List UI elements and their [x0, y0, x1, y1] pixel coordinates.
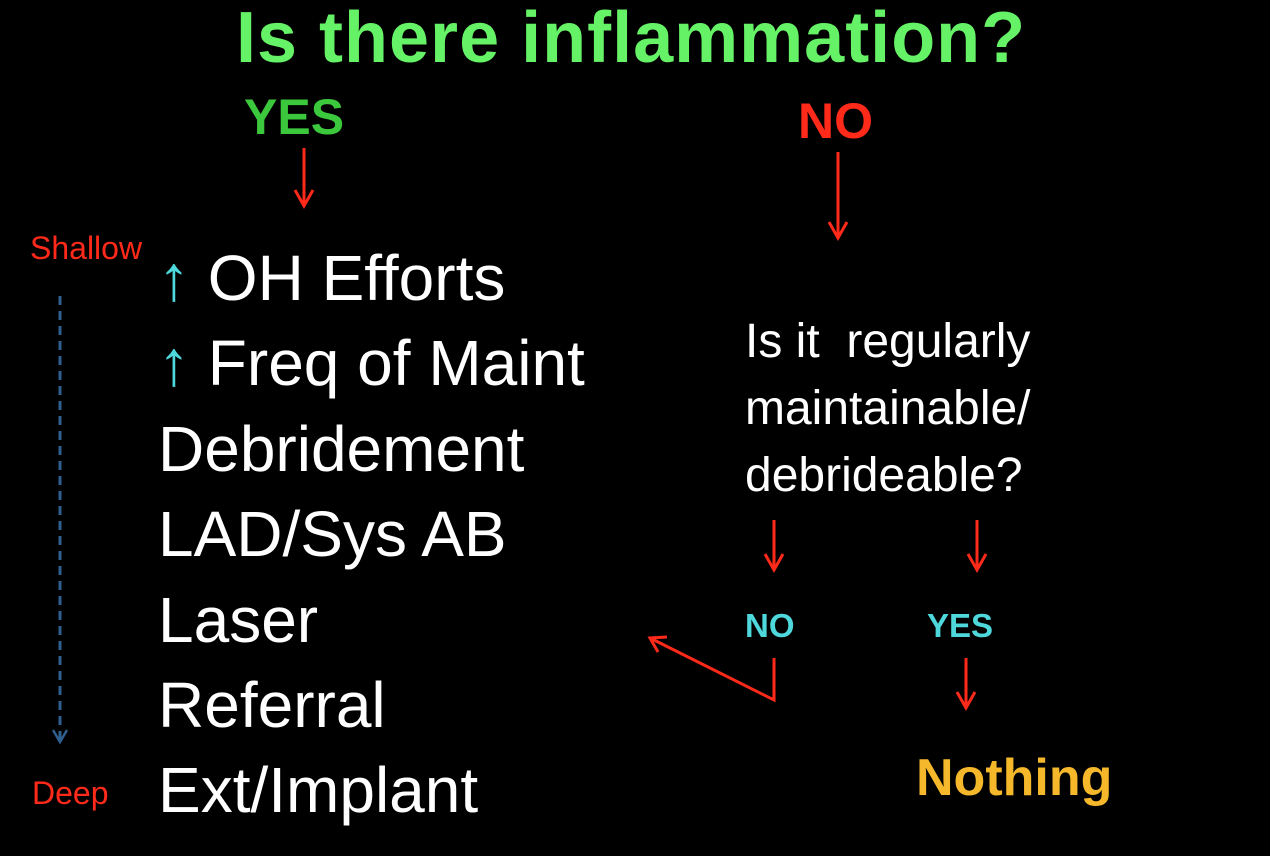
treatment-item: ↑ OH Efforts [158, 246, 505, 310]
treatment-item: ↑ Freq of Maint [158, 331, 585, 395]
slide-title: Is there inflammation? [236, 0, 1027, 78]
sub-branch-yes-label: YES [927, 607, 994, 644]
treatment-label: OH Efforts [207, 242, 506, 314]
arrow-question-yes [966, 520, 988, 574]
arrow-no-to-laser [647, 635, 776, 703]
sub-branch-no-label: NO [745, 607, 795, 644]
arrow-question-no [763, 520, 785, 574]
up-arrow-icon: ↑ [158, 242, 190, 314]
question-line: maintainable/ [745, 382, 1031, 435]
branch-yes-label: YES [244, 89, 345, 145]
depth-shallow-label: Shallow [30, 230, 143, 266]
question-line: debrideable? [745, 449, 1023, 502]
up-arrow-icon: ↑ [158, 327, 190, 399]
arrow-yes-down [293, 148, 315, 210]
depth-arrow [51, 296, 69, 745]
arrow-yes-nothing [955, 658, 977, 712]
branch-no-label: NO [798, 93, 873, 149]
arrow-no-down [827, 152, 849, 242]
treatment-item: Debridement [158, 413, 525, 485]
treatment-item: LAD/Sys AB [158, 498, 507, 570]
treatment-item: Laser [158, 584, 319, 656]
depth-deep-label: Deep [32, 775, 109, 811]
outcome-nothing: Nothing [916, 749, 1113, 807]
question-line: Is it regularly [745, 315, 1031, 368]
treatment-item: Referral [158, 669, 386, 741]
treatment-item: Ext/Implant [158, 754, 479, 826]
treatment-label: Freq of Maint [207, 327, 585, 399]
